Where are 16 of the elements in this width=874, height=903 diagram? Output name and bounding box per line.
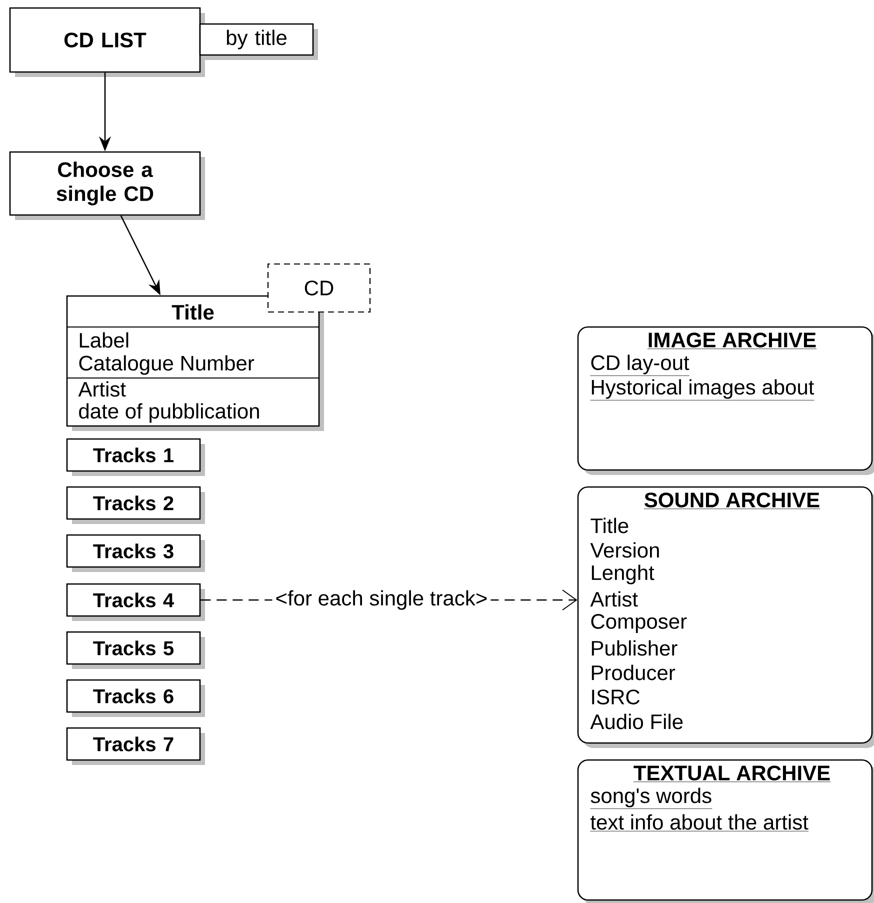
track-box: Tracks 6: [66, 679, 205, 717]
archive-box: IMAGE ARCHIVE CD lay-out Hystorical images about: [577, 326, 874, 475]
archive-box: SOUND ARCHIVE Title Version Lenght Artist Composer Publisher Producer ISRC Audio File: [577, 486, 874, 748]
track-box: Tracks 3: [66, 534, 205, 572]
note-box: by title: [199, 23, 318, 60]
class-box: Title Label Catalogue Number Artist date of pubblication: [66, 295, 324, 431]
stereotype-box: CD: [267, 263, 371, 313]
process-box: Choose a single CD: [9, 151, 205, 220]
track-box: Tracks 1: [66, 438, 205, 476]
track-box: Tracks 2: [66, 486, 205, 524]
track-box: Tracks 4: [66, 583, 205, 621]
list-box: CD LIST: [9, 7, 205, 77]
track-box: Tracks 5: [66, 631, 205, 669]
track-box: Tracks 7: [66, 727, 205, 765]
archive-box: TEXTUAL ARCHIVE song's words text info about the artist: [577, 759, 874, 903]
edge-label: <for each single track>: [272, 587, 491, 613]
